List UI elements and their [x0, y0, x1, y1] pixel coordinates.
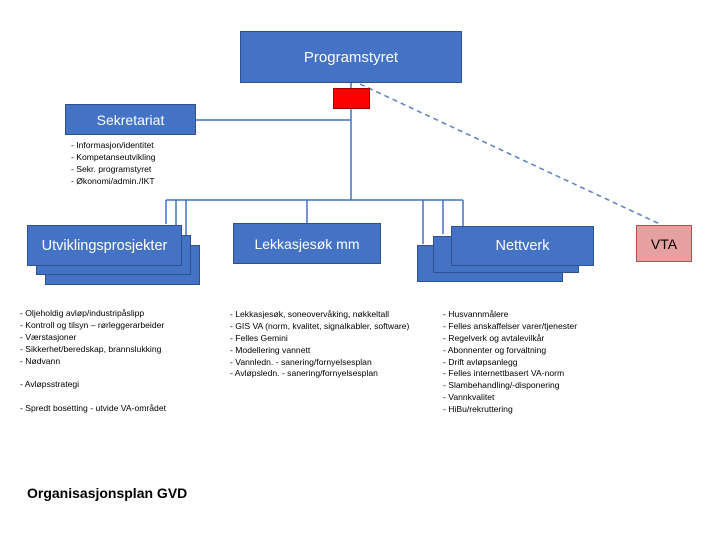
node-vta-label: VTA — [650, 235, 678, 252]
note-item: - Sikkerhet/beredskap, brannslukking — [20, 343, 162, 354]
node-programstyret: Programstyret — [240, 31, 462, 83]
note-item: - Lekkasjesøk, soneovervåking, nøkkeltal… — [230, 309, 390, 319]
note-item: - Avløpsledn. - sanering/fornyelsesplan — [230, 368, 378, 379]
note-item — [20, 367, 166, 379]
note-item: - Økonomi/admin./IKT — [71, 175, 155, 186]
note-item: - Husvannmålere — [443, 309, 509, 319]
note-item: - Slambehandling/-disponering — [443, 380, 560, 391]
node-vta: VTA — [636, 225, 692, 262]
note-item — [20, 391, 166, 403]
note-item: - Nødvann — [20, 355, 61, 366]
note-item: - Værstasjoner — [20, 331, 77, 342]
note-item: - Drift avløpsanlegg — [443, 356, 518, 367]
note-item: - Felles anskaffelser varer/tjenester — [443, 320, 578, 331]
node-programstyret-label: Programstyret — [303, 48, 399, 66]
note-item: - Vannkvalitet — [443, 392, 495, 403]
note-item: - Avløpsstrategi — [20, 379, 80, 390]
node-lekkasjesok-label: Lekkasjesøk mm — [254, 235, 360, 252]
note-item: - Spredt bosetting - utvide VA-området — [20, 403, 167, 414]
node-nettverk-label: Nettverk — [495, 238, 550, 254]
note-item: - GIS VA (norm, kvalitet, signalkabler, … — [230, 320, 410, 331]
node-sekretariat-label: Sekretariat — [96, 111, 165, 128]
nettverk-notes: - Husvannmålere - Felles anskaffelser va… — [443, 309, 577, 416]
note-item: - Modellering vannett — [230, 344, 311, 355]
note-item: - Abonnenter og forvaltning — [443, 344, 547, 355]
note-item: - Felles Gemini — [230, 332, 288, 343]
note-item: - Kompetanseutvikling — [71, 151, 156, 162]
page-title: Organisasjonsplan GVD — [27, 485, 188, 501]
note-item: - Kontroll og tilsyn – rørleggerarbeider — [20, 319, 165, 330]
note-item: - Vannledn. - sanering/fornyelsesplan — [230, 356, 372, 367]
node-utviklingsprosjekter-label: Utviklingsprosjekter — [41, 237, 168, 254]
note-item: - Sekr. programstyret — [71, 163, 152, 174]
node-nettverk: Nettverk — [451, 226, 594, 266]
note-item: - Regelverk og avtalevilkår — [443, 332, 545, 343]
utvikling-notes: - Oljeholdig avløp/industripåslipp - Kon… — [20, 308, 166, 415]
lekkasje-notes: - Lekkasjesøk, soneovervåking, nøkkeltal… — [230, 309, 409, 380]
node-lekkasjesok: Lekkasjesøk mm — [233, 223, 381, 264]
node-utviklingsprosjekter: Utviklingsprosjekter — [27, 225, 182, 266]
node-sekretariat: Sekretariat — [65, 104, 196, 135]
note-item: - Oljeholdig avløp/industripåslipp — [20, 308, 145, 318]
note-item: - Informasjon/identitet — [71, 140, 154, 150]
note-item: - Felles internettbasert VA-norm — [443, 368, 565, 379]
red-marker — [333, 88, 370, 109]
sekretariat-notes: - Informasjon/identitet - Kompetanseutvi… — [71, 140, 156, 188]
note-item: - HiBu/rekruttering — [443, 404, 513, 415]
